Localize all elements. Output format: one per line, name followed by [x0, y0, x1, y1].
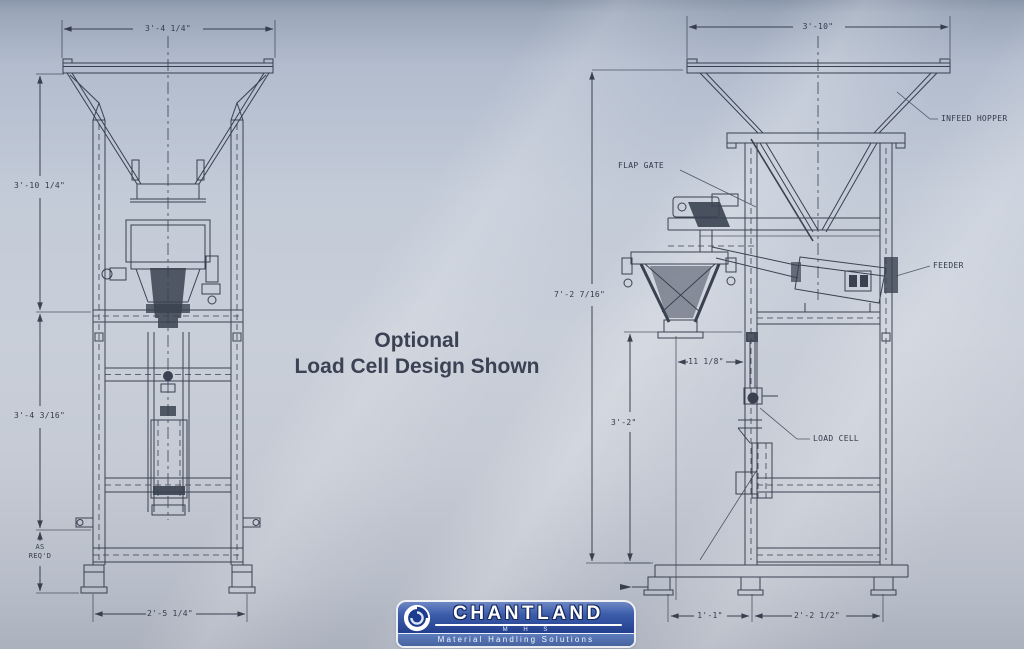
- front-dim-lower-height: 3'-4 3/16": [14, 411, 66, 420]
- caption-line1: Optional: [374, 329, 460, 352]
- side-dim-base-front: 1'-1": [697, 611, 723, 620]
- side-dim-top-width: 3'-10": [802, 22, 834, 31]
- front-dim-upper-height: 3'-10 1/4": [14, 181, 66, 190]
- logo-divider: [435, 623, 622, 626]
- front-dim-top-width: 3'-4 1/4": [144, 24, 192, 33]
- front-dim-foot-line2: REQ'D: [28, 552, 52, 560]
- side-view-linework: [586, 16, 951, 622]
- caption-line2: Load Cell Design Shown: [294, 355, 540, 378]
- label-flap-gate: FLAP GATE: [618, 161, 665, 170]
- side-dim-overall-height: 7'-2 7/16": [554, 290, 606, 299]
- logo-initials: M H S: [502, 626, 555, 633]
- chantland-swirl-icon: [403, 604, 431, 632]
- front-dim-foot-line1: AS: [35, 543, 45, 551]
- front-dim-base-width: 2'-5 1/4": [146, 609, 194, 618]
- side-dim-base-rear: 2'-2 1/2": [793, 611, 841, 620]
- side-dim-lower-height: 3'-2": [611, 418, 637, 427]
- drawing-caption: Optional Load Cell Design Shown: [294, 328, 539, 380]
- front-view-linework: [36, 20, 276, 622]
- side-dim-feeder-offset: 11 1/8": [688, 357, 724, 366]
- label-feeder: FEEDER: [933, 261, 964, 270]
- logo-main-row: CHANTLAND M H S: [398, 602, 634, 633]
- logo-text-block: CHANTLAND M H S: [431, 604, 626, 633]
- logo-tagline: Material Handling Solutions: [398, 633, 634, 646]
- chantland-logo: CHANTLAND M H S Material Handling Soluti…: [398, 602, 634, 646]
- logo-brand-text: CHANTLAND: [453, 602, 604, 624]
- label-infeed-hopper: INFEED HOPPER: [941, 114, 1008, 123]
- label-load-cell: LOAD CELL: [813, 434, 860, 443]
